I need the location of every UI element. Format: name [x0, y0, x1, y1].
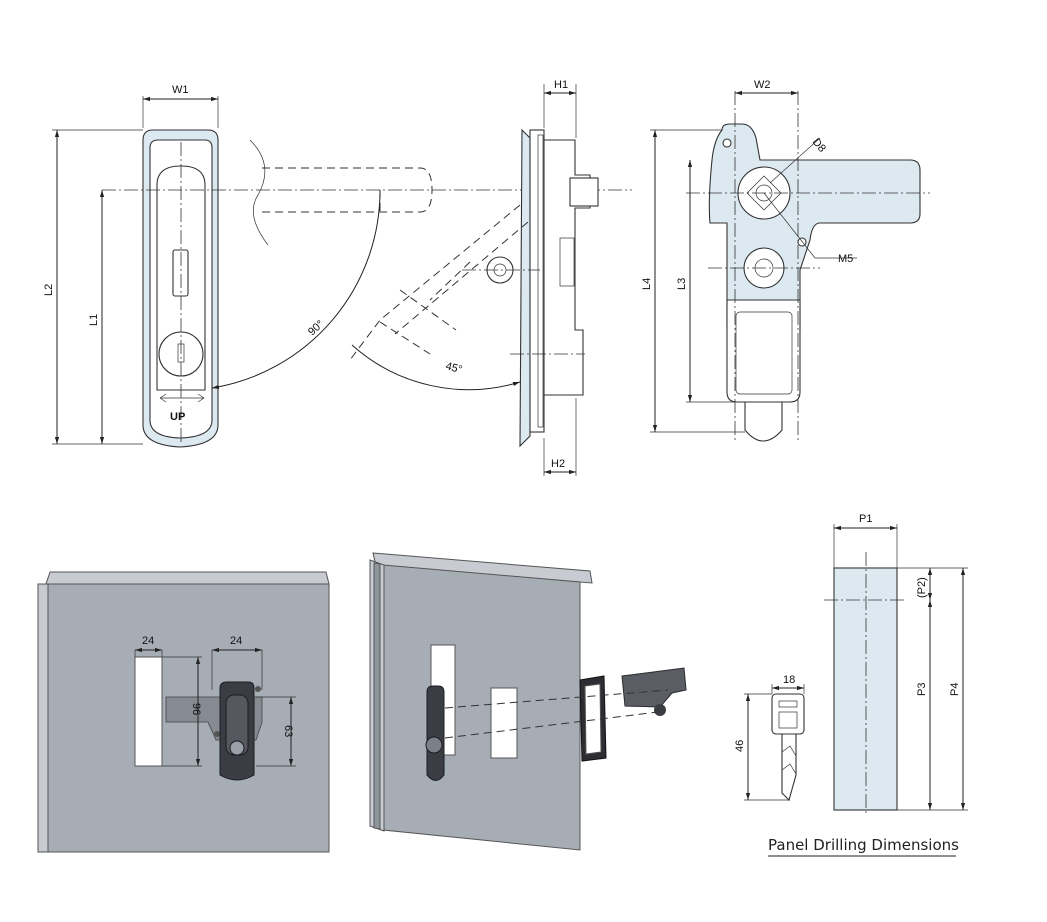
panel-installation-view: 24 96 24 63: [37, 571, 330, 853]
dim-l3: L3: [676, 278, 688, 290]
dim-w1: W1: [172, 84, 189, 96]
dim-h1: H1: [554, 79, 568, 91]
dim-l1: L1: [88, 314, 100, 326]
panel-drilling-dimensions: P1 (P2) P3 P4 Panel Drilling Dimensions: [768, 513, 968, 857]
angle-45: 45°: [444, 360, 463, 376]
dim-d8: D8: [810, 136, 828, 154]
up-marking: UP: [170, 411, 185, 423]
caption-panel-drilling: Panel Drilling Dimensions: [768, 836, 959, 854]
dim-key-width: 18: [783, 674, 795, 686]
dim-p3: P3: [916, 683, 928, 696]
dim-cutout-width: 24: [142, 635, 154, 647]
rear-view: W2 D8 M5 L4 L3: [641, 79, 930, 442]
key-view: 18 46: [734, 674, 805, 802]
front-view: UP W1 L2 L1 90°: [43, 84, 632, 448]
dim-key-height: 46: [734, 740, 746, 752]
angle-90: 90°: [306, 318, 326, 338]
dim-63: 63: [282, 725, 294, 737]
dim-h2: H2: [551, 458, 565, 470]
dim-l4: L4: [641, 278, 653, 290]
dim-96: 96: [190, 703, 202, 715]
dim-p2: (P2): [916, 577, 928, 598]
side-view: H1 H2 45°: [349, 79, 599, 476]
dim-handle-width: 24: [230, 635, 242, 647]
dim-p4: P4: [949, 683, 961, 696]
exploded-view: [369, 552, 687, 851]
dim-m5: M5: [838, 253, 853, 265]
dim-w2: W2: [754, 79, 771, 91]
dim-l2: L2: [43, 284, 55, 296]
dim-p1: P1: [859, 513, 872, 525]
